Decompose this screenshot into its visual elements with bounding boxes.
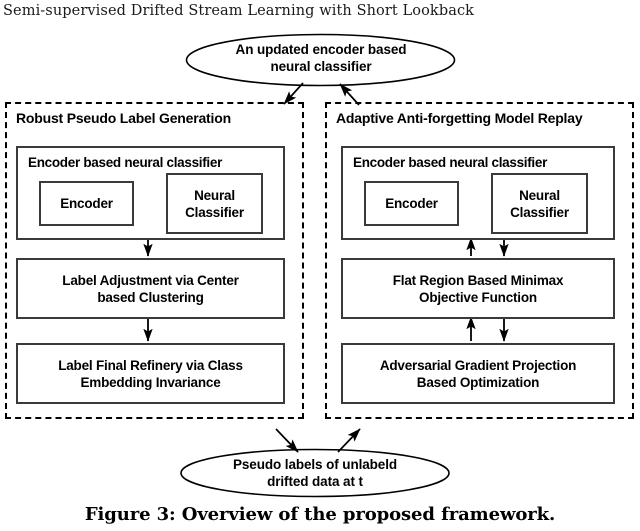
neural-classifier-right-line2: Classifier xyxy=(510,204,569,220)
top-ellipse-line2: neural classifier xyxy=(270,59,372,74)
bottom-ellipse-label: Pseudo labels of unlabeld drifted data a… xyxy=(190,456,440,490)
box-label-adjustment: Label Adjustment via Center based Cluste… xyxy=(16,258,285,319)
label-adjustment-line1: Label Adjustment via Center xyxy=(62,273,239,288)
neural-classifier-right-line1: Neural xyxy=(519,187,560,203)
sub-box-encoder-right: Encoder xyxy=(364,181,459,226)
label-adjustment-line2: based Clustering xyxy=(97,290,204,305)
neural-classifier-left-line2: Classifier xyxy=(185,204,244,220)
adversarial-line2: Based Optimization xyxy=(416,375,540,390)
box-encoder-based-neural-classifier-right: Encoder based neural classifier Encoder … xyxy=(341,146,615,240)
bottom-ellipse-line2: drifted data at t xyxy=(267,474,363,489)
arrow-top-ellipse-to-left-panel xyxy=(283,82,304,105)
label-final-refinery-line1: Label Final Refinery via Class xyxy=(58,358,243,373)
panel-adaptive-anti-forgetting-model-replay: Adaptive Anti-forgetting Model Replay En… xyxy=(325,102,634,419)
box-label-final-refinery: Label Final Refinery via Class Embedding… xyxy=(16,343,285,404)
sub-box-neural-classifier-left: Neural Classifier xyxy=(166,173,263,234)
box-flat-region-minimax: Flat Region Based Minimax Objective Func… xyxy=(341,258,615,319)
flat-region-line2: Objective Function xyxy=(419,290,537,305)
sub-box-neural-classifier-right: Neural Classifier xyxy=(491,173,588,234)
neural-classifier-left-line1: Neural xyxy=(194,187,235,203)
panel-left-title: Robust Pseudo Label Generation xyxy=(16,110,231,126)
box-encoder-based-neural-classifier-left: Encoder based neural classifier Encoder … xyxy=(16,146,285,240)
label-final-refinery-line2: Embedding Invariance xyxy=(80,375,221,390)
running-header: Semi-supervised Drifted Stream Learning … xyxy=(3,3,475,19)
box-adversarial-gradient-projection: Adversarial Gradient Projection Based Op… xyxy=(341,343,615,404)
sub-box-encoder-left: Encoder xyxy=(39,181,134,226)
arrow-left-panel-to-bottom-ellipse xyxy=(275,428,299,453)
flat-region-line1: Flat Region Based Minimax xyxy=(392,273,564,288)
bottom-ellipse-line1: Pseudo labels of unlabeld xyxy=(232,457,398,472)
box-right-group-title: Encoder based neural classifier xyxy=(353,155,548,170)
arrow-bottom-ellipse-to-right-panel xyxy=(337,428,361,453)
panel-robust-pseudo-label-generation: Robust Pseudo Label Generation Encoder b… xyxy=(5,102,304,419)
encoder-right-label: Encoder xyxy=(385,196,438,211)
box-left-group-title: Encoder based neural classifier xyxy=(28,155,223,170)
adversarial-line1: Adversarial Gradient Projection xyxy=(379,358,577,373)
top-ellipse-label: An updated encoder based neural classifi… xyxy=(196,41,446,75)
encoder-left-label: Encoder xyxy=(60,196,113,211)
figure-caption: Figure 3: Overview of the proposed frame… xyxy=(84,504,556,525)
top-ellipse-line1: An updated encoder based xyxy=(235,42,407,57)
panel-right-title: Adaptive Anti-forgetting Model Replay xyxy=(336,110,583,126)
